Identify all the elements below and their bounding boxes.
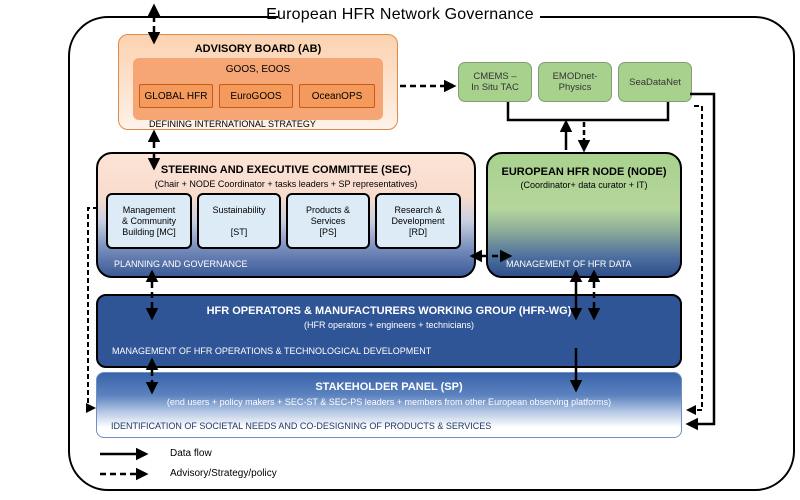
right-dashed-loop [686,105,703,415]
data-services-bracket [506,102,670,122]
task-ps-l1: Products & [305,204,351,215]
goos-eoos-label: GOOS, EOOS [225,64,291,75]
task-rd-l3: [RD] [409,226,427,237]
task-rd-l1: Research & [394,204,442,215]
task-ps-l3: [PS] [319,226,337,237]
node-footer: MANAGEMENT OF HFR DATA [506,259,632,269]
task-ps: Products & Services [PS] [286,193,370,249]
sec-subtitle: (Chair + NODE Coordinator + tasks leader… [154,179,418,189]
task-mc-l2: & Community [121,215,176,226]
advisory-board-footer: DEFINING INTERNATIONAL STRATEGY [149,119,316,129]
task-mc-l1: Management [122,204,176,215]
sp-title: STAKEHOLDER PANEL (SP) [315,381,463,393]
wg-subtitle: (HFR operators + engineers + technicians… [303,320,475,330]
task-st-l3: [ST] [230,226,248,237]
european-hfr-node: EUROPEAN HFR NODE (NODE) (Coordinator+ d… [486,152,682,278]
sec-title: STEERING AND EXECUTIVE COMMITTEE (SEC) [160,164,412,176]
sp-subtitle: (end users + policy makers + SEC-ST & SE… [166,397,612,407]
task-ps-l2: Services [310,215,346,226]
member-global-hfr: GLOBAL HFR [139,84,213,108]
seadatanet-box: SeaDataNet [618,62,692,102]
emodnet-line1: EMODnet- [552,71,598,82]
stakeholder-panel: STAKEHOLDER PANEL (SP) (end users + poli… [96,372,682,438]
task-rd-l2: Development [391,215,445,226]
wg-footer: MANAGEMENT OF HFR OPERATIONS & TECHNOLOG… [112,346,432,356]
left-dashed-loop [86,207,98,413]
hfr-working-group: HFR OPERATORS & MANUFACTURERS WORKING GR… [96,294,682,368]
cmems-line1: CMEMS – [473,71,517,82]
task-mc: Management & Community Building [MC] [106,193,192,249]
steering-executive-committee: STEERING AND EXECUTIVE COMMITTEE (SEC) (… [96,152,476,278]
cmems-line2: In Situ TAC [471,82,519,93]
emodnet-line2: Physics [558,82,592,93]
seadatanet-line1: SeaDataNet [629,76,681,88]
legend-data-flow: Data flow [170,448,212,459]
legend-advisory: Advisory/Strategy/policy [170,468,277,479]
wg-title: HFR OPERATORS & MANUFACTURERS WORKING GR… [206,305,572,317]
title-gap [278,8,540,24]
task-st: Sustainability [ST] [197,193,281,249]
node-subtitle: (Coordinator+ data curator + IT) [520,180,648,190]
task-mc-l3: Building [MC] [122,226,176,237]
task-rd: Research & Development [RD] [375,193,461,249]
task-st-l1: Sustainability [212,204,266,215]
member-eurogoos: EuroGOOS [219,84,293,108]
sec-footer: PLANNING AND GOVERNANCE [114,259,248,269]
right-solid-loop [685,92,716,431]
diagram-title-text: European HFR Network Governance [266,6,534,23]
member-oceanops: OceanOPS [299,84,375,108]
node-title: EUROPEAN HFR NODE (NODE) [501,166,667,178]
advisory-board-members-panel: GOOS, EOOS GLOBAL HFR EuroGOOS OceanOPS [133,58,383,120]
sp-footer: IDENTIFICATION OF SOCIETAL NEEDS AND CO-… [111,421,492,431]
cmems-box: CMEMS –In Situ TAC [458,62,532,102]
advisory-board-title: ADVISORY BOARD (AB) [194,43,322,55]
emodnet-box: EMODnet-Physics [538,62,612,102]
advisory-board: ADVISORY BOARD (AB) GOOS, EOOS GLOBAL HF… [118,34,398,130]
